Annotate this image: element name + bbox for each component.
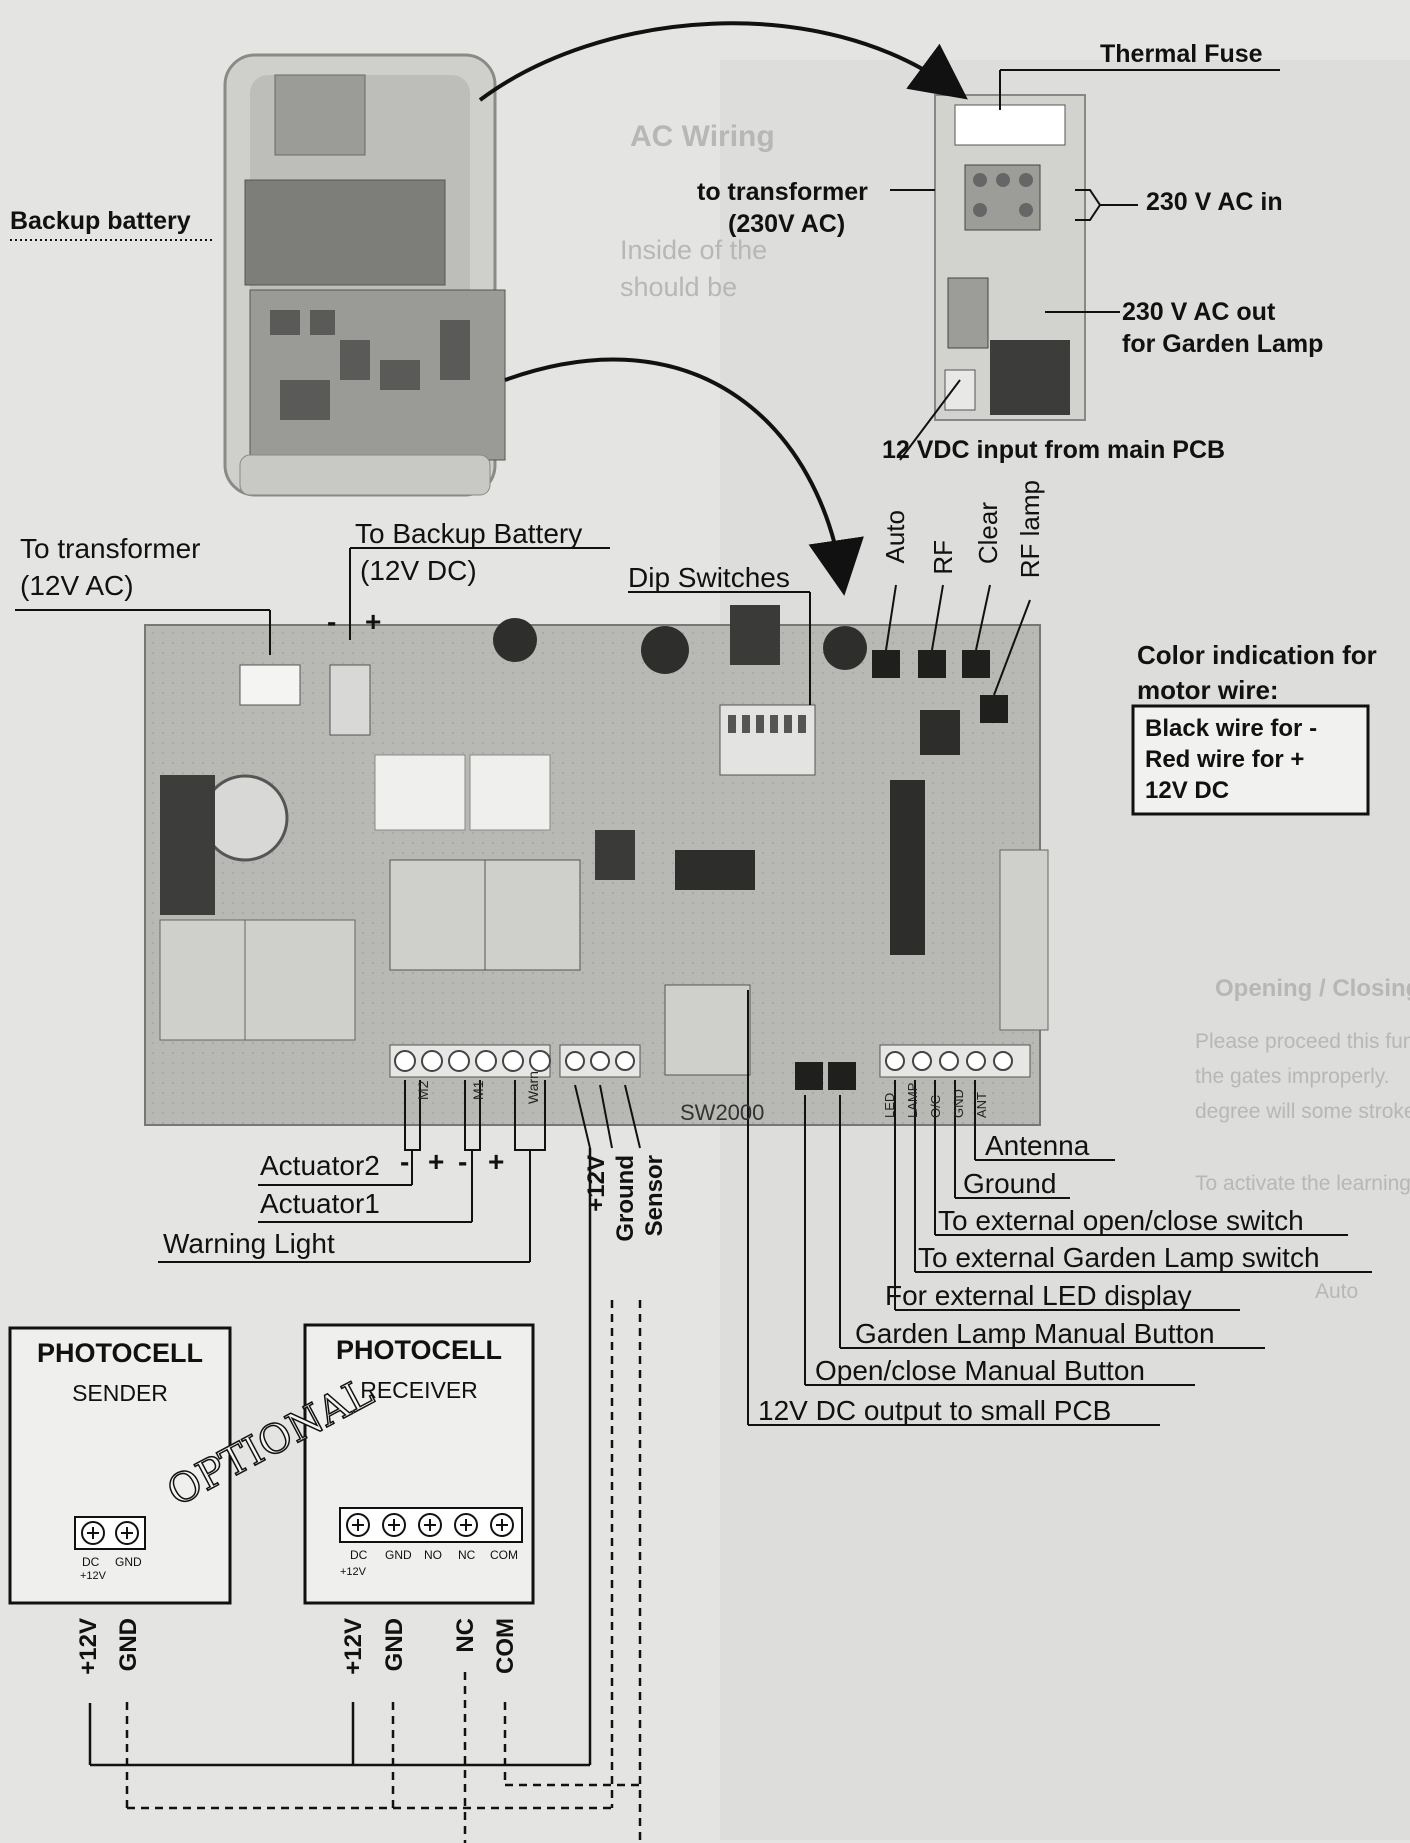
warning-light-label: Warning Light	[163, 1228, 335, 1259]
receiver-terminals	[339, 1507, 523, 1543]
color-line-black: Black wire for -	[1145, 715, 1318, 742]
ext-led-label: For external LED display	[885, 1280, 1192, 1311]
receiver-wire-nc: NC	[452, 1618, 479, 1653]
small-pcb-photo	[934, 94, 1086, 421]
ghost-heading: Opening / Closing	[1215, 975, 1410, 1002]
ghost-text: Auto	[1315, 1280, 1359, 1303]
open-close-manual-label: Open/close Manual Button	[815, 1355, 1145, 1386]
garden-lamp-label: for Garden Lamp	[1122, 330, 1324, 358]
backup-battery-label: Backup battery	[10, 207, 191, 235]
top-leader-lines	[10, 69, 1280, 705]
receiver-title: PHOTOCELL	[335, 1335, 502, 1365]
battery-photo	[244, 179, 446, 286]
sender-pin-label: GND	[115, 1555, 142, 1569]
sender-pin-label: DC	[82, 1555, 100, 1569]
ext-garden-lamp-label: To external Garden Lamp switch	[918, 1242, 1320, 1273]
sender-pin-sub: +12V	[80, 1570, 106, 1582]
v230-ac-label: (230V AC)	[728, 210, 846, 238]
to-transformer-230-label: to transformer	[697, 178, 868, 206]
control-box-photo	[223, 53, 506, 497]
ghost-text: Inside of the	[620, 235, 768, 265]
photocell-sender-box	[8, 1326, 232, 1605]
ghost-text: To activate the learning	[1195, 1172, 1410, 1195]
ghost-text: degree will some stroke	[1195, 1100, 1410, 1123]
ghost-text: should be	[620, 272, 738, 302]
ghost-text: Please proceed this function	[1195, 1030, 1410, 1053]
terminal-label: LED	[882, 1092, 897, 1118]
v12-label: +12V	[583, 1155, 610, 1212]
sender-subtitle: SENDER	[72, 1380, 168, 1406]
receiver-wire-gnd: GND	[381, 1618, 408, 1672]
sender-wire-gnd: GND	[115, 1618, 142, 1672]
main-pcb	[144, 605, 1049, 1126]
receiver-pin-label: COM	[490, 1548, 518, 1562]
actuator2-plus: +	[428, 1146, 445, 1177]
garden-manual-label: Garden Lamp Manual Button	[855, 1318, 1215, 1349]
ground-right-label: Ground	[963, 1168, 1057, 1199]
terminal-label: Warn	[525, 1071, 541, 1104]
ghost-text: the gates improperly.	[1195, 1065, 1390, 1088]
actuator1-minus: -	[458, 1146, 468, 1177]
arrow-to-small-pcb	[478, 21, 968, 102]
receiver-wire-com: COM	[492, 1618, 519, 1674]
sender-wire-12v: +12V	[75, 1618, 102, 1675]
color-line-red: Red wire for +	[1145, 746, 1305, 773]
receiver-pin-label: NC	[458, 1548, 476, 1562]
arrow-to-main-pcb	[504, 357, 864, 596]
to-transformer-12-label: To transformer	[20, 533, 201, 564]
thermal-fuse-photo	[954, 104, 1066, 146]
v12-dc-label: (12V DC)	[360, 555, 477, 586]
clear-label: Clear	[973, 502, 1003, 565]
receiver-pin-label: NO	[424, 1548, 442, 1562]
vdc-input-label: 12 VDC input from main PCB	[882, 436, 1226, 464]
thermal-fuse-label: Thermal Fuse	[1100, 40, 1263, 68]
sender-title: PHOTOCELL	[36, 1338, 203, 1368]
antenna-label: Antenna	[985, 1130, 1090, 1161]
terminal-label: M2	[415, 1080, 431, 1100]
actuator1-label: Actuator1	[260, 1188, 380, 1219]
ext-open-close-label: To external open/close switch	[938, 1205, 1304, 1236]
receiver-wire-12v: +12V	[340, 1618, 367, 1675]
photocell-receiver-box	[303, 1323, 535, 1605]
terminal-label: LAMP	[905, 1082, 920, 1118]
actuator1-plus: +	[488, 1146, 505, 1177]
v12-ac-label: (12V AC)	[20, 570, 134, 601]
color-indication-title: Color indication for	[1137, 640, 1377, 670]
ghost-heading: AC Wiring	[630, 120, 775, 153]
rf-lamp-label: RF lamp	[1015, 480, 1045, 579]
actuator2-minus: -	[400, 1146, 410, 1177]
terminal-label: O/C	[928, 1094, 943, 1118]
receiver-pin-sub: +12V	[340, 1566, 366, 1578]
receiver-pin-label: DC	[350, 1548, 368, 1562]
color-indication-box	[1131, 704, 1370, 816]
color-line-12v: 12V DC	[1145, 777, 1230, 804]
rf-label: RF	[928, 540, 958, 575]
sensor-label: Sensor	[641, 1155, 668, 1237]
auto-label: Auto	[880, 510, 910, 564]
receiver-subtitle: RECEIVER	[360, 1377, 478, 1403]
ac-in-label: 230 V AC in	[1146, 188, 1283, 216]
photocell-wiring	[88, 1148, 642, 1843]
receiver-pin-label: GND	[385, 1548, 412, 1562]
battery-plus-sign: +	[365, 606, 382, 637]
pcb-model-label: SW2000	[680, 1100, 765, 1125]
dip-switches-label: Dip Switches	[628, 562, 790, 593]
bottom-left-leader-lines	[158, 1080, 641, 1263]
dc-output-label: 12V DC output to small PCB	[758, 1395, 1112, 1426]
battery-minus-sign: -	[327, 606, 337, 637]
bottom-right-leader-lines	[747, 990, 1372, 1426]
terminal-label: GND	[951, 1089, 966, 1118]
ground-label: Ground	[612, 1155, 639, 1242]
terminal-label: M1	[470, 1080, 486, 1100]
actuator2-label: Actuator2	[260, 1150, 380, 1181]
sender-terminals	[74, 1516, 146, 1550]
color-indication-subtitle: motor wire:	[1137, 675, 1279, 705]
terminal-label: ANT	[974, 1092, 989, 1118]
to-backup-battery-label: To Backup Battery	[355, 518, 583, 549]
ac-out-label: 230 V AC out	[1122, 298, 1276, 326]
